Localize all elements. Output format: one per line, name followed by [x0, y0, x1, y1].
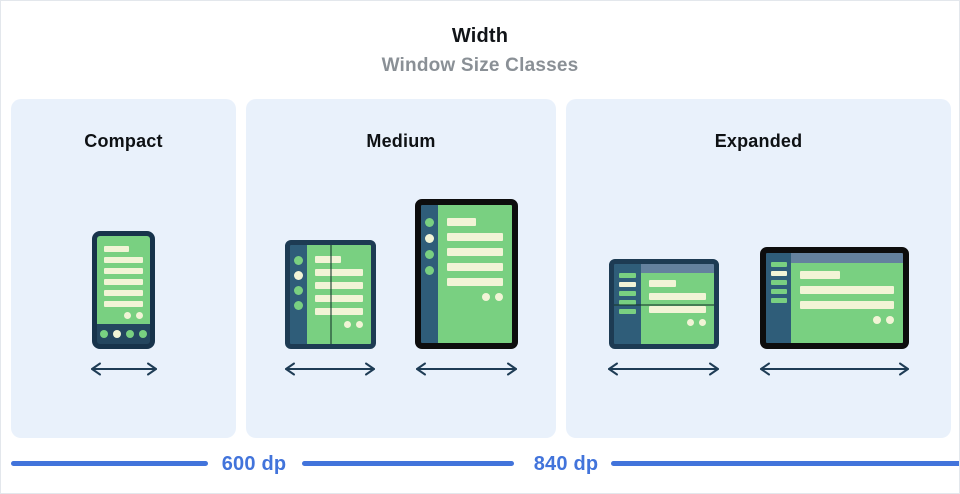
content-line [314, 256, 341, 263]
nav-dot [126, 330, 134, 338]
tablet-screen [438, 205, 512, 343]
content-line [104, 246, 129, 252]
phone-illustration [92, 231, 155, 349]
panel-compact: Compact [11, 99, 236, 438]
rail-dot [293, 256, 303, 265]
nav-rail [421, 205, 438, 343]
content-line [800, 271, 840, 279]
content-dots [315, 321, 363, 328]
rail-dot [425, 266, 434, 275]
rail-dot [293, 286, 303, 295]
content-line [104, 301, 143, 307]
content-line [648, 293, 706, 300]
fold-crease [613, 304, 714, 306]
foldable-screen [640, 273, 714, 344]
nav-rail [289, 245, 307, 344]
foldable-portrait-group [283, 240, 377, 377]
content-line [447, 233, 503, 241]
diagram-title: Width [451, 25, 509, 47]
tablet-portrait-group [414, 199, 519, 377]
sidebar-line [618, 282, 636, 287]
content-line [314, 269, 363, 276]
tablet-portrait-illustration [415, 199, 518, 349]
nav-dot [139, 330, 147, 338]
content-line [314, 282, 363, 289]
breakpoint-label-840dp: 840 dp [533, 453, 599, 475]
fold-crease [330, 245, 332, 344]
foldable-screen [306, 245, 371, 344]
foldable-portrait-illustration [284, 240, 376, 349]
content-line [648, 306, 706, 313]
content-line [447, 248, 503, 256]
axis-segment [611, 461, 959, 466]
panel-expanded: Expanded [566, 99, 951, 438]
width-arrow-icon [608, 362, 719, 376]
sidebar-line [770, 289, 787, 294]
content-dots [649, 319, 706, 326]
panel-medium-devices [246, 199, 556, 377]
content-line [104, 279, 143, 285]
width-arrow-icon [416, 362, 517, 376]
app-top-bar [791, 253, 903, 263]
nav-dot [113, 330, 121, 338]
panel-medium-title: Medium [366, 131, 436, 151]
width-arrow-icon [90, 362, 157, 376]
content-pane [791, 253, 903, 343]
content-line [800, 301, 894, 309]
diagram-subtitle: Window Size Classes [381, 55, 579, 76]
rail-dot [425, 218, 434, 227]
breakpoint-label-600dp: 600 dp [221, 453, 287, 475]
width-arrow-icon [285, 362, 375, 376]
app-top-bar [640, 264, 714, 273]
panel-medium: Medium [246, 99, 556, 438]
tablet-screen [791, 263, 903, 343]
axis-segment [11, 461, 208, 466]
sidebar-line [770, 262, 787, 267]
breakpoint-axis: 600 dp 840 dp [1, 451, 959, 481]
nav-dot [100, 330, 108, 338]
rail-dot [293, 301, 303, 310]
panel-expanded-devices [566, 247, 951, 377]
content-dots [447, 293, 503, 301]
content-line [447, 278, 503, 286]
content-line [104, 257, 143, 263]
panel-expanded-title: Expanded [714, 131, 803, 151]
content-line [104, 290, 143, 296]
sidebar-line [618, 309, 636, 314]
sidebar-line [770, 280, 787, 285]
content-line [648, 280, 676, 287]
diagram-header: Width Window Size Classes [1, 25, 959, 77]
rail-dot [293, 271, 303, 280]
sidebar-line [618, 300, 636, 305]
tablet-landscape-group [758, 247, 911, 377]
content-line [447, 218, 476, 226]
sidebar-line [618, 273, 636, 278]
phone-device-group [89, 231, 159, 377]
content-line [800, 286, 894, 294]
foldable-landscape-illustration [608, 259, 719, 349]
content-dots [104, 312, 143, 319]
phone-screen [97, 236, 150, 324]
tablet-landscape-illustration [760, 247, 909, 349]
sidebar-line [770, 298, 787, 303]
content-pane [640, 264, 714, 344]
sidebar-line [618, 291, 636, 296]
content-line [447, 263, 503, 271]
foldable-landscape-group [606, 259, 721, 377]
content-dots [800, 316, 894, 324]
sidebar [766, 253, 791, 343]
content-line [104, 268, 143, 274]
content-line [314, 295, 363, 302]
axis-segment [302, 461, 514, 466]
sidebar-line [770, 271, 787, 276]
width-arrow-icon [760, 362, 909, 376]
rail-dot [425, 250, 434, 259]
panel-compact-title: Compact [84, 131, 163, 151]
rail-dot [425, 234, 434, 243]
phone-nav-bar [97, 324, 150, 344]
panel-compact-devices [11, 231, 236, 377]
content-line [314, 308, 363, 315]
